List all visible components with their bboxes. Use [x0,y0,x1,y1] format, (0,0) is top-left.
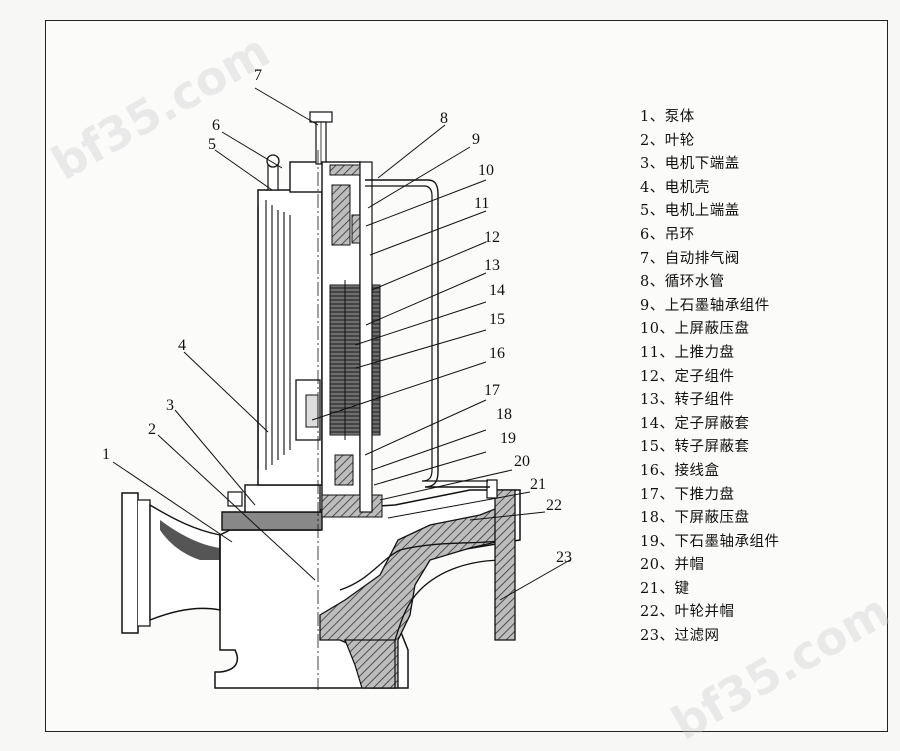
callout-21: 21 [530,476,546,493]
legend-item: 18、下屏蔽压盘 [640,510,750,527]
callout-14: 14 [489,282,505,299]
callout-22: 22 [546,497,562,514]
legend-item: 4、电机壳 [640,179,710,196]
legend-item: 7、自动排气阀 [640,250,740,267]
rotor-stator-column [321,161,383,518]
callout-20: 20 [514,453,530,470]
callout-2: 2 [148,421,156,438]
legend-item: 20、并帽 [640,557,705,574]
callout-17: 17 [484,382,500,399]
motor-lower-end-cover [221,484,323,531]
motor-upper-end-cover [266,154,326,193]
legend-item: 17、下推力盘 [640,486,735,503]
circulation-water-pipe [365,179,490,488]
motor-housing [257,189,323,486]
callout-13: 13 [484,257,500,274]
legend-item: 12、定子组件 [640,368,735,385]
callout-4: 4 [178,337,186,354]
legend-item: 2、叶轮 [640,132,695,149]
legend-item: 21、键 [640,580,690,597]
leader-lines [112,87,571,601]
legend-item: 22、叶轮并帽 [640,604,735,621]
callout-6: 6 [212,117,220,134]
legend-item: 19、下石墨轴承组件 [640,533,780,550]
legend-item: 9、上石墨轴承组件 [640,297,770,314]
callout-1: 1 [102,446,110,463]
legend-item: 5、电机上端盖 [640,203,740,220]
callout-3: 3 [166,397,174,414]
auto-vent-valve [309,111,333,165]
callout-8: 8 [440,110,448,127]
callout-18: 18 [496,406,512,423]
legend-item: 13、转子组件 [640,392,735,409]
callout-5: 5 [208,136,216,153]
outlet-flange [121,492,221,634]
callout-15: 15 [489,311,505,328]
callout-16: 16 [489,345,505,362]
legend-item: 14、定子屏蔽套 [640,415,750,432]
legend-item: 3、电机下端盖 [640,156,740,173]
callout-10: 10 [478,162,494,179]
callout-12: 12 [484,229,500,246]
pump-body [214,479,521,689]
legend-item: 8、循环水管 [640,274,725,291]
callout-19: 19 [500,430,516,447]
callout-23: 23 [556,549,572,566]
callout-7: 7 [254,67,262,84]
drawing-frame [45,20,888,732]
legend-item: 6、吊环 [640,226,695,243]
callout-11: 11 [474,195,490,212]
callout-9: 9 [472,131,480,148]
legend-item: 10、上屏蔽压盘 [640,321,750,338]
legend-item: 23、过滤网 [640,628,720,645]
legend-item: 16、接线盒 [640,462,720,479]
legend-item: 11、上推力盘 [640,344,735,361]
legend-item: 15、转子屏蔽套 [640,439,750,456]
legend-item: 1、泵体 [640,109,695,125]
parts-legend: 1、泵体 2、叶轮 3、电机下端盖 4、电机壳 5、电机上端盖 6、吊环 7、自… [640,106,779,649]
